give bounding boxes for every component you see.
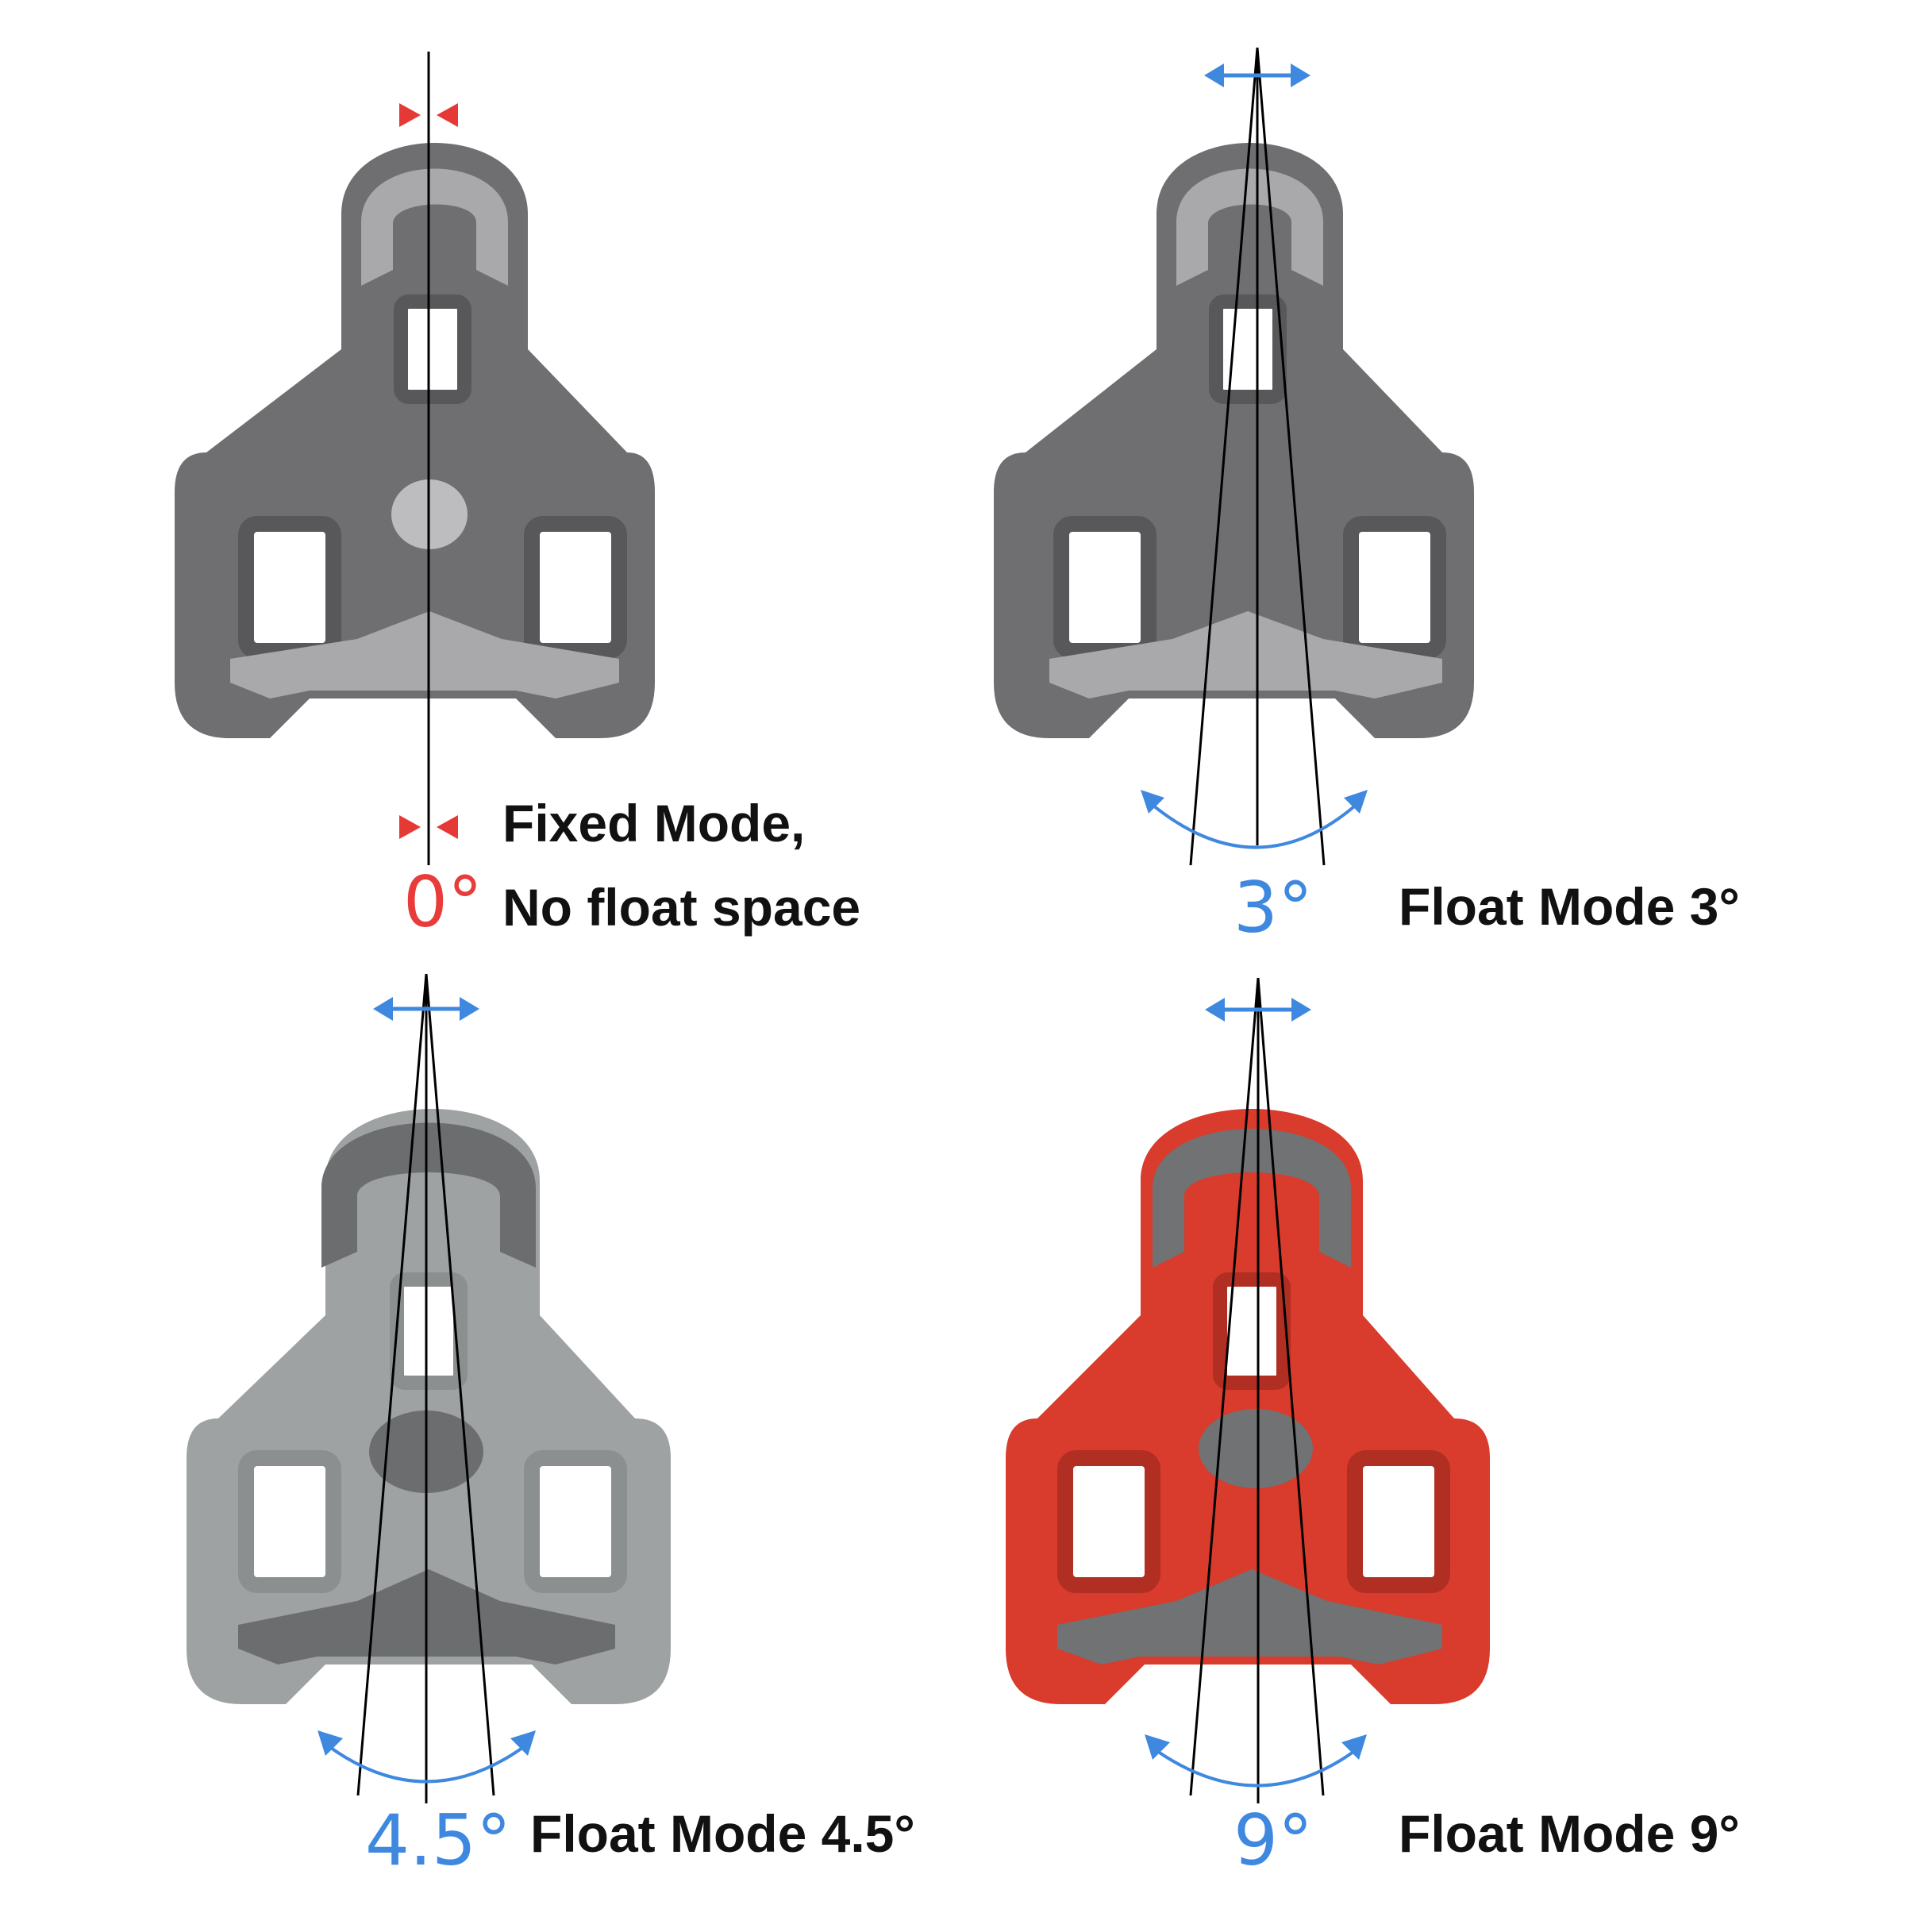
degree-value: 9° [1233, 1799, 1313, 1881]
marker-triangle-left [399, 103, 421, 127]
cleat-toe-pad [1176, 168, 1323, 286]
float-line-right [1257, 977, 1325, 1796]
arc-head-right [510, 1730, 536, 1756]
float-arrow-top [1204, 64, 1310, 87]
cleat-left-window [1053, 516, 1157, 659]
marker-triangle-left [399, 815, 421, 839]
panel-fixed-mode: 0° Fixed Mode, No float space [0, 0, 966, 966]
arrow-head-right [460, 997, 479, 1021]
mode-label: Float Mode 9° [1399, 1792, 1740, 1876]
panel-float-9: 9° Float Mode 9° [966, 966, 1932, 1932]
marker-triangle-right [437, 103, 458, 127]
cleat [175, 143, 655, 738]
cleat-diagram [1006, 977, 1490, 1803]
cleat-heel-pad [1057, 1569, 1442, 1665]
cleat-diagram [994, 47, 1474, 866]
cleat-right-window [1343, 516, 1446, 659]
cleat [994, 143, 1474, 738]
float-lines [1189, 47, 1326, 866]
cleat-center-disc [1199, 1409, 1313, 1488]
arrow-head-right [1291, 998, 1311, 1022]
mode-label-line: Float Mode 4.5° [530, 1804, 915, 1863]
cleat-diagram [175, 52, 655, 865]
cleat-top-slot [394, 294, 471, 404]
float-line-right [1256, 47, 1326, 866]
cleat-left-window [238, 516, 341, 659]
float-arc-arrow [1145, 1734, 1367, 1788]
arc-curve [1147, 800, 1361, 849]
cleat-heel-pad [230, 611, 619, 699]
float-arrow-top [1205, 998, 1311, 1022]
cleat [187, 1109, 671, 1704]
cleat-top-slot [390, 1272, 468, 1390]
arc-curve [324, 1742, 529, 1784]
cleat-right-window [524, 516, 627, 659]
cleat-diagram [187, 973, 671, 1803]
float-lines [356, 973, 495, 1803]
mode-label: Float Mode 3° [1399, 865, 1740, 949]
float-arrow-top [373, 997, 479, 1021]
arrow-head-left [373, 997, 393, 1021]
cleat-heel-pad [1049, 611, 1442, 699]
cleat-left-window [1057, 1450, 1160, 1593]
degree-value: 0° [403, 861, 483, 943]
panel-float-3: 3° Float Mode 3° [966, 0, 1932, 966]
float-line-left [1189, 47, 1259, 866]
degree-value: 4.5° [365, 1799, 511, 1881]
panel-float-4-5: 4.5° Float Mode 4.5° [0, 966, 966, 1932]
marker-triangle-right [437, 815, 458, 839]
mode-label: Fixed Mode, No float space [502, 782, 860, 949]
fixed-marker-bottom [399, 815, 458, 839]
float-line-left [1189, 977, 1260, 1796]
cleat-top-slot [1209, 294, 1287, 404]
degree-value: 3° [1233, 867, 1313, 949]
cleat-toe-pad [321, 1122, 536, 1268]
float-lines [1189, 977, 1325, 1803]
arrow-head-right [1291, 64, 1310, 87]
fixed-marker-top [399, 103, 458, 127]
cleat-top-slot [1213, 1272, 1291, 1390]
float-arc-arrow [318, 1730, 536, 1784]
arc-head-left [1145, 1734, 1170, 1760]
mode-label: Float Mode 4.5° [530, 1792, 915, 1876]
float-arc-arrow [1141, 790, 1368, 849]
cleat-right-window [524, 1450, 627, 1593]
arc-curve [1151, 1746, 1360, 1788]
cleat-toe-pad [361, 168, 508, 286]
arrow-head-left [1205, 998, 1225, 1022]
arc-head-left [318, 1730, 343, 1756]
cleat-left-window [238, 1450, 341, 1593]
arc-head-left [1141, 790, 1164, 814]
cleat-right-window [1347, 1450, 1450, 1593]
mode-label-line: No float space [502, 877, 861, 937]
cleat [1006, 1109, 1490, 1704]
mode-label-line: Float Mode 9° [1399, 1804, 1740, 1863]
arc-head-right [1341, 1734, 1367, 1760]
mode-label-line: Fixed Mode, [502, 794, 806, 852]
float-line-left [356, 973, 428, 1796]
arrow-head-left [1204, 64, 1224, 87]
mode-label-line: Float Mode 3° [1399, 877, 1740, 936]
arc-head-right [1344, 790, 1368, 814]
float-line-right [425, 973, 495, 1796]
cleat-toe-pad [1153, 1129, 1351, 1268]
